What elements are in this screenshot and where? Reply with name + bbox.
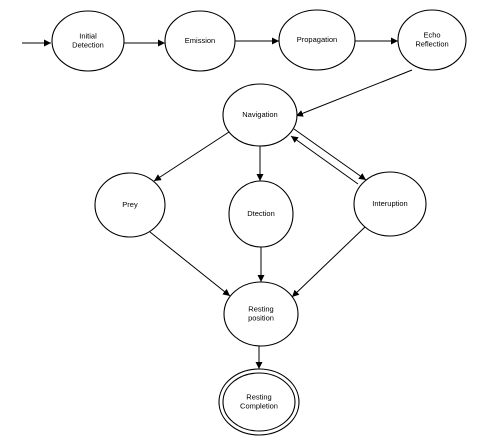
edge-navigation-to-prey	[153, 131, 230, 182]
edge-navigation-to-interuption	[293, 128, 367, 181]
node-resting-completion-shape	[218, 368, 300, 436]
node-initial-detection-shape	[51, 10, 125, 72]
node-prey: Prey	[94, 172, 166, 238]
node-propagation: Propagation	[278, 9, 356, 71]
node-resting-completion-label: Resting	[246, 392, 271, 401]
node-interuption-shape	[353, 171, 427, 237]
node-resting-completion-label: Completion	[240, 401, 278, 410]
node-dtection-shape	[228, 180, 294, 248]
node-interuption: Interuption	[353, 171, 427, 237]
node-emission: Emission	[164, 10, 236, 72]
edge-interuption-to-navigation	[290, 135, 359, 185]
node-prey-shape	[94, 172, 166, 238]
node-navigation: Navigation	[222, 83, 298, 147]
node-dtection-label: Dtection	[247, 209, 275, 218]
node-resting-position-label: position	[248, 313, 274, 322]
node-emission-label: Emission	[185, 36, 215, 45]
node-echo-reflection-label: Echo	[423, 30, 440, 39]
node-prey-label: Prey	[122, 200, 138, 209]
edge-interuption-to-resting-position	[291, 226, 366, 298]
node-resting-position-shape	[223, 281, 299, 347]
edge-prey-to-resting-position	[149, 231, 231, 297]
node-initial-detection-label: Initial	[79, 31, 97, 40]
edge-echo-reflection-to-navigation	[295, 69, 413, 117]
node-navigation-shape	[222, 83, 298, 147]
node-resting-completion-inner-ring	[222, 372, 296, 432]
node-dtection: Dtection	[228, 180, 294, 248]
edges-layer	[22, 37, 413, 369]
node-resting-position-label: Resting	[248, 304, 273, 313]
node-emission-shape	[164, 10, 236, 72]
node-propagation-label: Propagation	[297, 35, 337, 44]
node-echo-reflection-label: Reflection	[415, 39, 448, 48]
node-navigation-label: Navigation	[242, 110, 277, 119]
node-propagation-shape	[278, 9, 356, 71]
node-interuption-label: Interuption	[372, 199, 407, 208]
node-echo-reflection-shape	[397, 9, 467, 71]
node-initial-detection-label: Detection	[72, 40, 104, 49]
